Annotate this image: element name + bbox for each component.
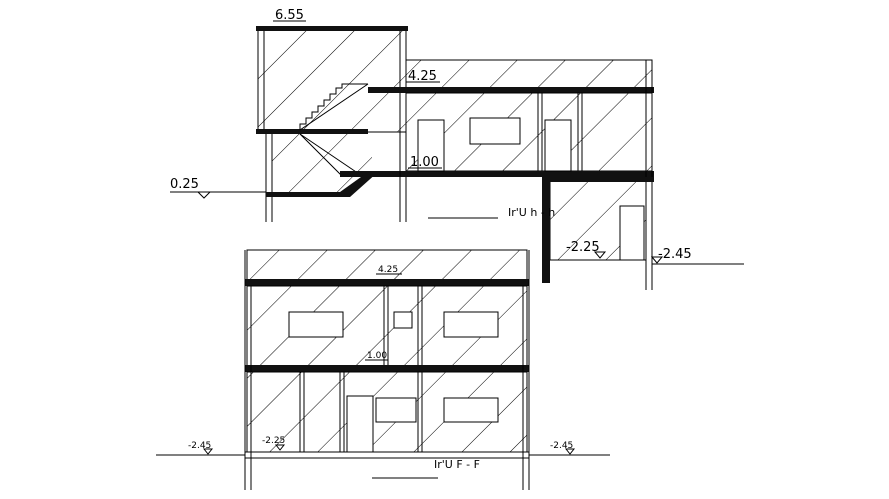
- door-2: [544, 119, 572, 172]
- ground-slab: [340, 171, 654, 177]
- window-lower-2: [443, 397, 499, 423]
- upper-block-hatch: [257, 27, 407, 133]
- section-h-h: 6.55 4.25 1.00 0.25 -2.25 -2.45 Ir'U h -…: [170, 8, 744, 290]
- level-grade-right: -2.45: [658, 247, 692, 262]
- level-roof: 4.25: [378, 265, 398, 275]
- level-floor-mid: 1.00: [410, 155, 439, 170]
- level-roof-upper: 6.55: [275, 8, 304, 23]
- basement-wall: [542, 177, 550, 283]
- level-grade-left: -2.45: [188, 441, 211, 451]
- level-roof-main: 4.25: [408, 69, 437, 84]
- roof-slab: [245, 279, 529, 286]
- section-f-f: 4.25 1.00 -2.45 -2.25 -2.45 Ir'U F - F: [156, 249, 610, 490]
- main-roof-slab: [368, 87, 654, 93]
- window-upper-3: [443, 311, 499, 338]
- door-lower: [346, 395, 374, 453]
- section-title-h: Ir'U h - h: [508, 206, 555, 219]
- mid-slab: [245, 365, 529, 372]
- level-floor-mid: 1.00: [367, 351, 387, 361]
- section-title-f: Ir'U F - F: [434, 458, 480, 471]
- window-upper-2: [393, 311, 413, 329]
- level-ground: 0.25: [170, 177, 199, 192]
- door-1: [417, 119, 445, 172]
- level-basement: -2.25: [262, 436, 285, 446]
- window-lower-1: [375, 397, 417, 423]
- window-1: [469, 117, 521, 145]
- upper-block-floor-slab: [256, 129, 368, 134]
- level-basement: -2.25: [566, 240, 600, 255]
- window-upper-1: [288, 311, 344, 338]
- level-grade-right: -2.45: [550, 441, 573, 451]
- basement-door: [619, 205, 645, 261]
- main-floor-hatch: [405, 92, 653, 172]
- main-roof-hatch: [405, 59, 653, 89]
- upper-block-roof-slab: [256, 26, 408, 31]
